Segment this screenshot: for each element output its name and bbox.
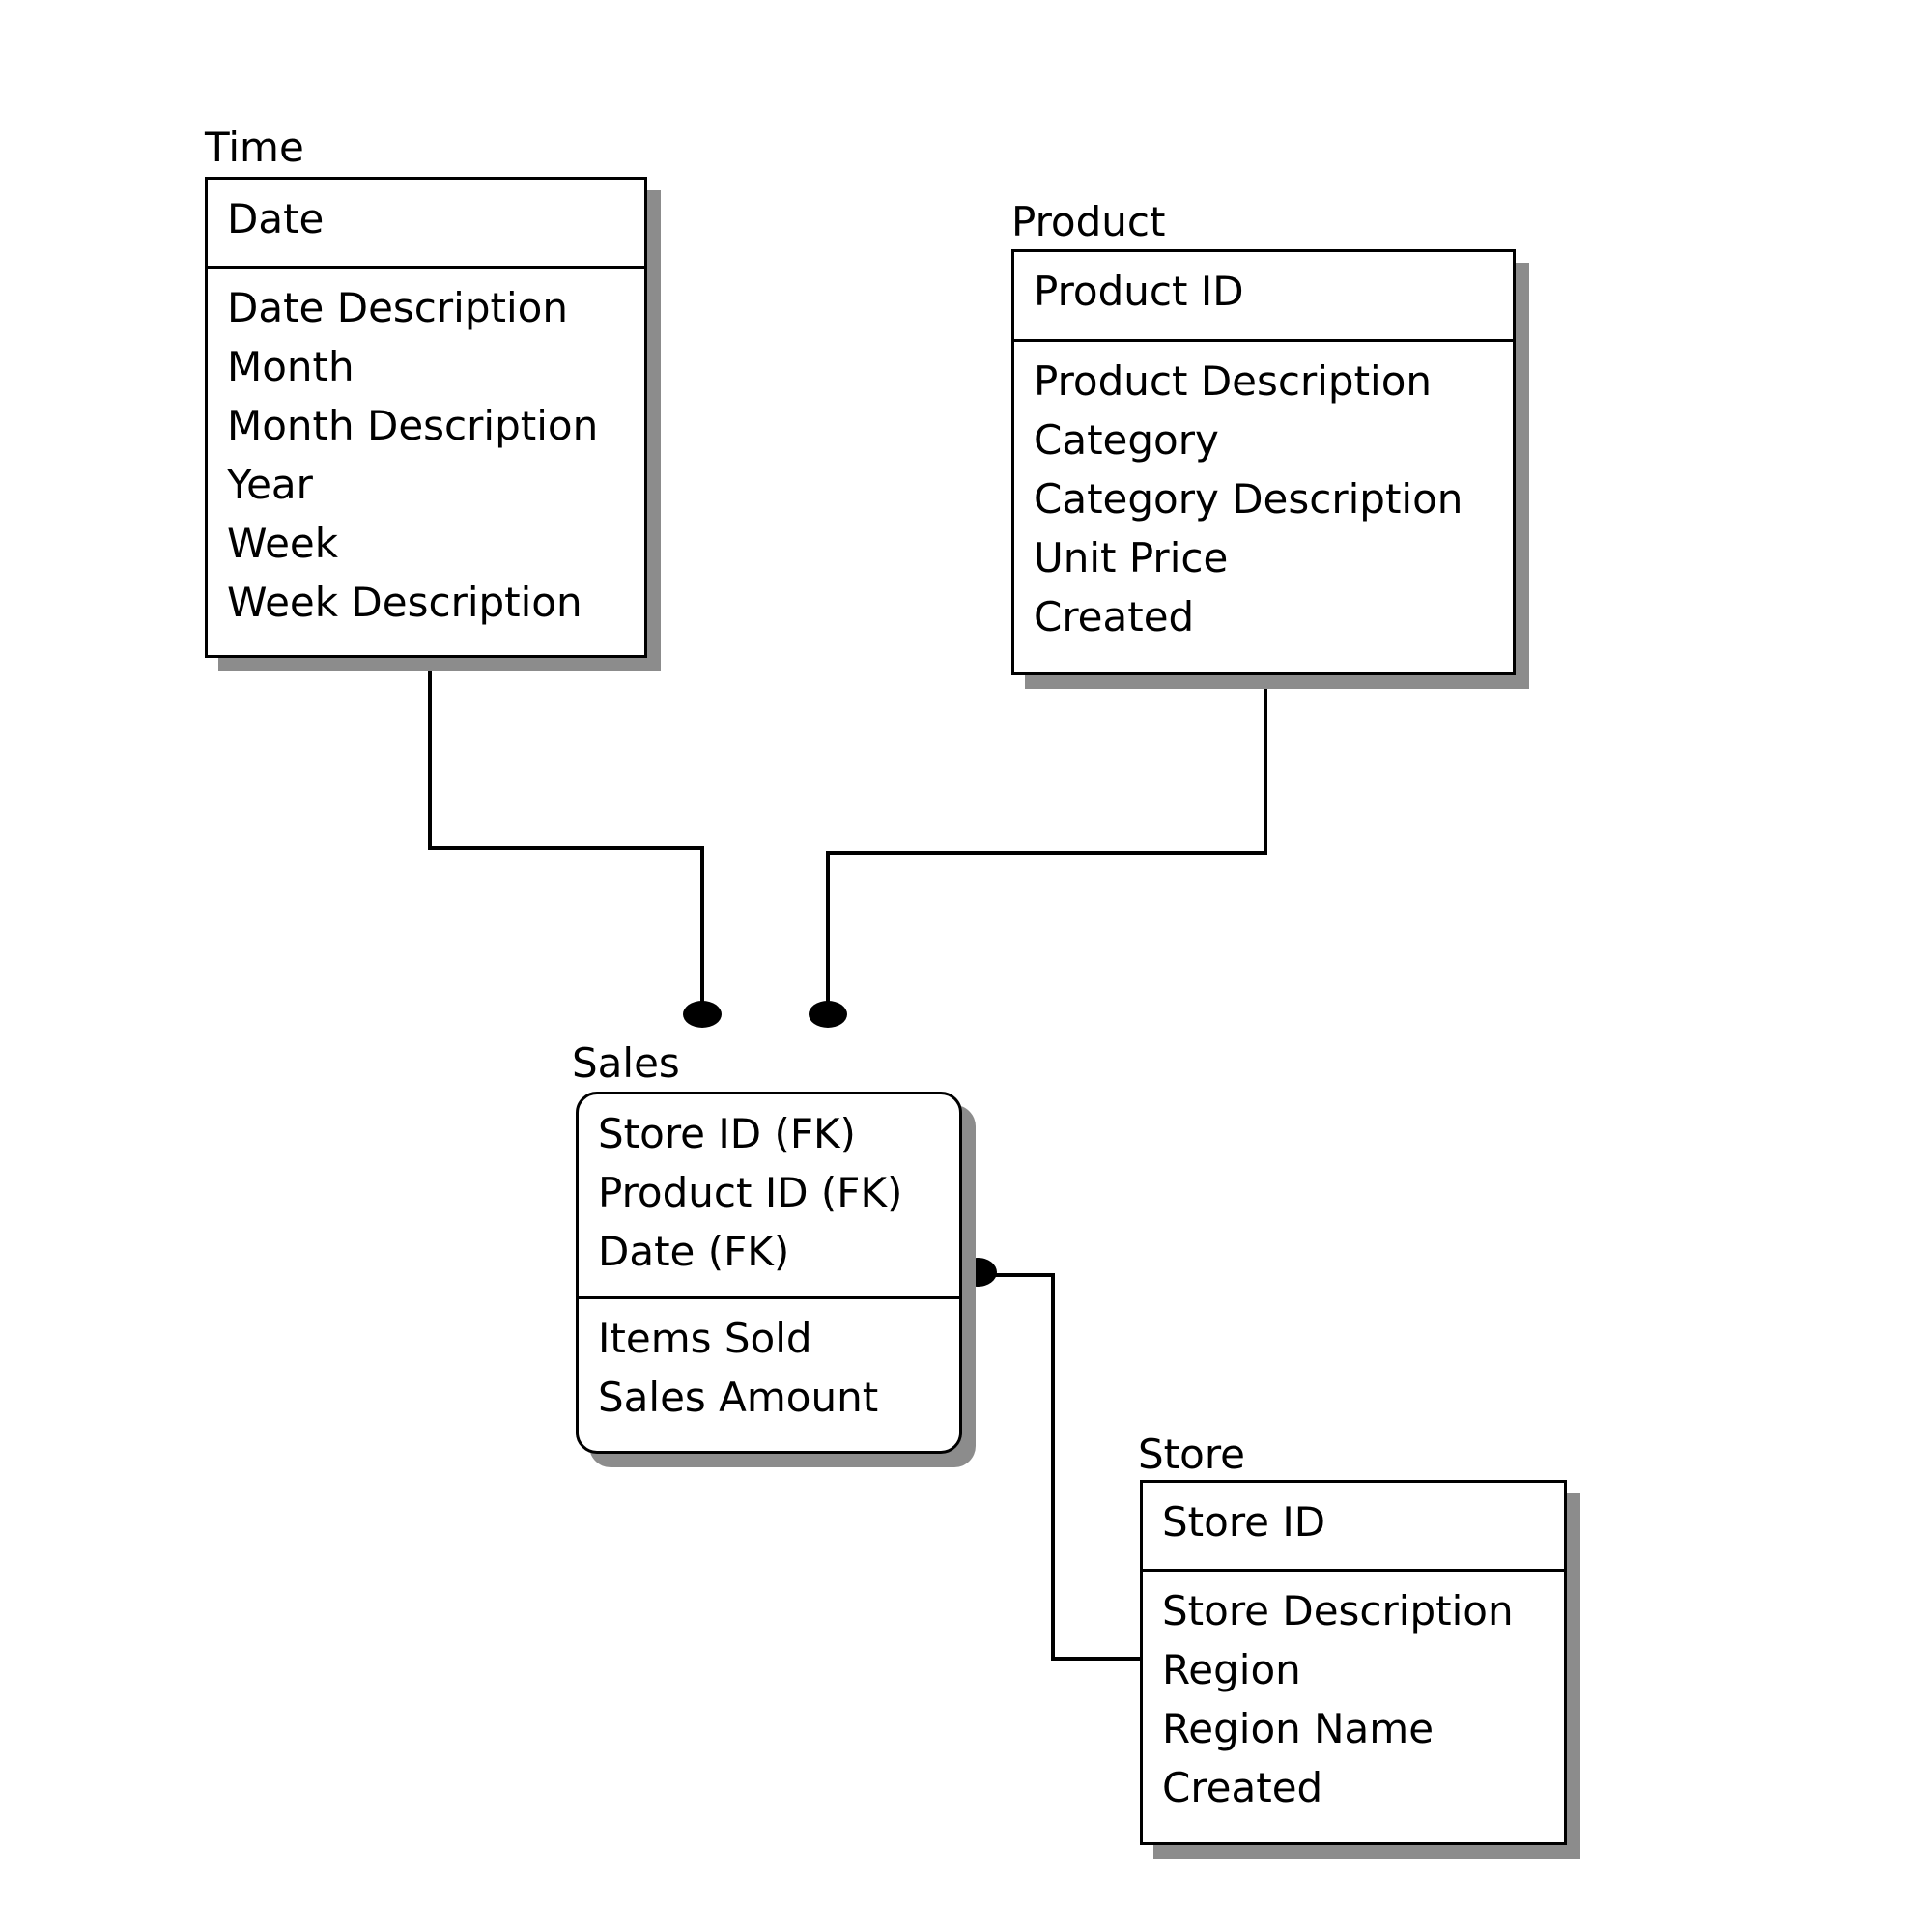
time-attribute: Month Description [227,402,599,449]
product-attribute: Created [1034,593,1195,640]
entity-product[interactable]: Product ID Product Description Category … [1011,249,1516,675]
sales-key-attribute: Store ID (FK) [598,1110,856,1157]
time-attribute: Year [227,461,313,508]
sales-attribute-section: Items Sold Sales Amount [579,1299,959,1427]
time-attribute-section: Date Description Month Month Description… [208,269,644,632]
relationship-product-sales [826,676,1267,1014]
cardinality-dot-time-sales [683,1001,722,1028]
relationship-time-sales [428,660,704,1014]
time-attribute: Week [227,520,339,567]
store-attribute-section: Store Description Region Region Name Cre… [1143,1572,1564,1817]
entity-store[interactable]: Store ID Store Description Region Region… [1140,1480,1567,1845]
store-attribute: Region Name [1162,1705,1435,1752]
product-key-section: Product ID [1014,252,1513,342]
time-attribute: Date Description [227,284,568,331]
cardinality-dot-store-sales [958,1258,997,1287]
sales-attribute: Items Sold [598,1315,812,1362]
store-attribute: Region [1162,1646,1301,1693]
product-attribute: Product Description [1034,357,1433,405]
product-attribute: Category [1034,416,1219,464]
sales-key-attribute: Date (FK) [598,1228,790,1275]
sales-attribute: Sales Amount [598,1374,879,1421]
product-key-attribute: Product ID [1034,268,1244,315]
product-attribute: Category Description [1034,475,1463,523]
entity-title-store: Store [1138,1431,1246,1478]
time-attribute: Month [227,343,355,390]
store-attribute: Created [1162,1764,1323,1811]
sales-key-attribute: Product ID (FK) [598,1169,903,1216]
store-key-section: Store ID [1143,1483,1564,1572]
time-key-section: Date [208,180,644,269]
product-attribute: Unit Price [1034,534,1229,582]
product-attribute-section: Product Description Category Category De… [1014,342,1513,646]
entity-title-product: Product [1011,198,1166,245]
time-attribute: Week Description [227,579,582,626]
cardinality-dot-product-sales [809,1001,847,1028]
entity-sales[interactable]: Store ID (FK) Product ID (FK) Date (FK) … [576,1092,962,1454]
entity-time[interactable]: Date Date Description Month Month Descri… [205,177,647,658]
relationship-store-sales [980,1273,1140,1661]
store-key-attribute: Store ID [1162,1498,1326,1546]
store-attribute: Store Description [1162,1587,1514,1634]
time-key-attribute: Date [227,195,325,242]
entity-title-time: Time [205,124,304,171]
sales-key-section: Store ID (FK) Product ID (FK) Date (FK) [579,1094,959,1299]
entity-title-sales: Sales [572,1039,680,1087]
